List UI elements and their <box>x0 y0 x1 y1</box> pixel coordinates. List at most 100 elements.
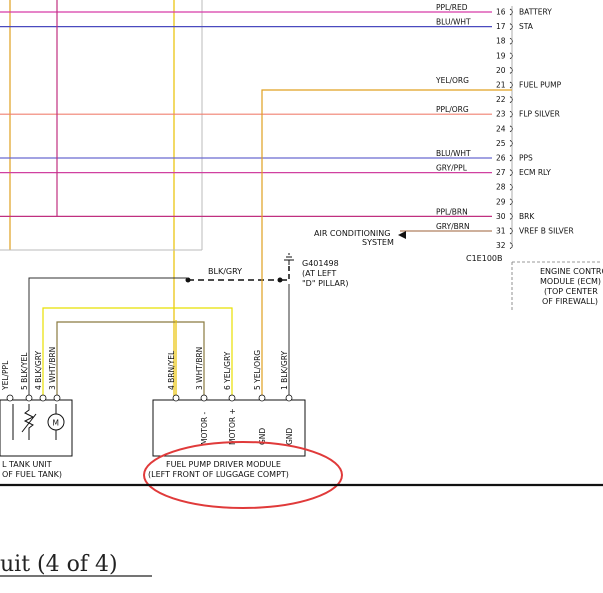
tank-pin-terminal <box>6 394 14 402</box>
ecm-wire-label: BLU/WHT <box>436 149 471 158</box>
driver-pin-function: MOTOR - <box>200 412 209 445</box>
driver-pin-label: 4 BRN/YEL <box>167 350 176 390</box>
ground-wire-label: BLK/GRY <box>208 267 242 276</box>
ecm-pin-bracket <box>509 198 513 206</box>
driver-pin-terminal <box>228 394 236 402</box>
driver-module-pins: 4 BRN/YEL 3 WHT/BRN MOTOR - 6 YEL/GRY MOTOR … <box>167 347 294 445</box>
driver-pin-terminal <box>172 394 180 402</box>
wire-yel-org-fuel-pump <box>261 89 512 400</box>
ecm-pin-bracket <box>509 169 513 176</box>
ecm-wire-label: PPL/ORG <box>436 105 469 114</box>
driver-pin-label: 6 YEL/GRY <box>223 351 232 390</box>
ecm-pin-number: 28 <box>496 183 506 192</box>
tank-caption-line-2: OF FUEL TANK) <box>2 470 62 479</box>
tank-pin-terminal <box>39 394 47 402</box>
ecm-pin-bracket <box>509 67 513 74</box>
driver-pin-function: MOTOR + <box>228 408 237 445</box>
ecm-pin-number: 26 <box>496 154 506 163</box>
ecm-pin-bracket <box>509 23 513 30</box>
ecm-signal-label: FLP SILVER <box>519 110 560 119</box>
ground-id: G401498 <box>302 259 339 268</box>
ecm-wire-label: GRY/BRN <box>436 222 470 231</box>
ecm-wire-label: PPL/RED <box>436 3 468 12</box>
ecm-wire-label: YEL/ORG <box>435 76 469 85</box>
ground-dashed-lead <box>280 266 290 281</box>
ecm-pin-number: 18 <box>496 37 506 46</box>
fuel-pump-driver-module <box>152 399 306 457</box>
ecm-pin-bracket <box>509 213 513 220</box>
ecm-module-line-4: OF FIREWALL) <box>542 297 598 306</box>
ecm-pin-bracket <box>509 242 513 249</box>
ac-system-line-2: SYSTEM <box>362 238 394 247</box>
ecm-connector-id: C1E100B <box>466 254 503 263</box>
ecm-signal-label: BATTERY <box>519 8 552 17</box>
fuel-pump-motor-icon: M <box>47 404 65 440</box>
driver-pin-terminal <box>285 394 293 402</box>
ground-symbol-icon <box>284 253 294 265</box>
ecm-signal-label: ECM RLY <box>519 168 551 177</box>
ecm-pin-number: 32 <box>496 241 506 250</box>
ecm-pin-bracket <box>509 110 513 118</box>
ecm-pin-number: 22 <box>496 95 506 104</box>
ecm-pin-number: 23 <box>496 110 506 119</box>
ecm-pin-bracket <box>509 227 513 235</box>
driver-caption-line-2: (LEFT FRONT OF LUGGAGE COMPT) <box>148 470 289 479</box>
driver-pin-terminal <box>258 394 266 402</box>
ground-splice-dot <box>185 277 191 283</box>
ecm-pin-number: 30 <box>496 212 506 221</box>
ecm-signal-label: VREF B SILVER <box>519 227 574 236</box>
wire-wht-brn <box>56 321 205 400</box>
driver-pin-label: 3 WHT/BRN <box>195 347 204 390</box>
ecm-pin-number: 19 <box>496 51 506 60</box>
ac-system-line-1: AIR CONDITIONING <box>314 229 390 238</box>
ecm-pin-bracket <box>509 183 513 191</box>
ecm-pin-number: 24 <box>496 124 506 133</box>
tank-pin-label: 4 BLK/GRY <box>34 351 43 390</box>
tank-pin-terminal <box>25 394 33 402</box>
fuel-tank-unit <box>0 399 73 457</box>
motor-symbol: M <box>53 419 59 428</box>
tank-pin-label: YEL/PPL <box>1 360 10 391</box>
driver-pin-function: GND <box>285 428 294 445</box>
ecm-module-line-1: ENGINE CONTROL <box>540 267 603 276</box>
ecm-pin-bracket <box>509 81 513 89</box>
ecm-pin-number: 31 <box>496 227 506 236</box>
ecm-pin-number: 29 <box>496 197 506 206</box>
ecm-pin-bracket <box>509 154 513 162</box>
highlight-circle <box>143 441 343 509</box>
ecm-pin-bracket <box>509 96 513 103</box>
ecm-pin-bracket <box>509 125 513 133</box>
ecm-pin-bracket <box>509 8 513 16</box>
wire-yel-gry <box>42 307 233 400</box>
ground-line-2: "D" PILLAR) <box>302 279 349 288</box>
ecm-signal-label: BRK <box>519 212 535 221</box>
ecm-pin-number: 20 <box>496 66 506 75</box>
page-title: uit (4 of 4) <box>0 552 118 577</box>
ecm-wire-label: GRY/PPL <box>436 164 468 173</box>
driver-pin-function: GND <box>258 428 267 445</box>
ecm-signal-label: FUEL PUMP <box>519 81 562 90</box>
driver-pin-label: 5 YEL/ORG <box>253 350 262 390</box>
driver-caption-line-1: FUEL PUMP DRIVER MODULE <box>166 460 281 469</box>
ecm-signal-label: PPS <box>519 154 533 163</box>
ground-splice-dot-right <box>277 277 283 283</box>
ecm-wire-label: BLU/WHT <box>436 18 471 27</box>
tank-pin-label: 3 WHT/BRN <box>48 347 57 390</box>
ecm-pin-bracket <box>509 140 513 147</box>
ecm-pin-bracket <box>509 52 513 60</box>
ecm-module-line-3: (TOP CENTER <box>544 287 598 296</box>
driver-pin-terminal <box>200 394 208 402</box>
ecm-wire-label: PPL/BRN <box>436 207 468 216</box>
tank-pin-terminal <box>53 394 61 402</box>
ground-line-1: (AT LEFT <box>302 269 336 278</box>
ecm-pin-bracket <box>509 37 513 45</box>
ecm-pin-number: 27 <box>496 168 506 177</box>
ecm-module-line-2: MODULE (ECM) <box>540 277 601 286</box>
driver-pin-label: 1 BLK/GRY <box>280 351 289 390</box>
ecm-pin-number: 17 <box>496 22 506 31</box>
ecm-pin-number: 25 <box>496 139 506 148</box>
